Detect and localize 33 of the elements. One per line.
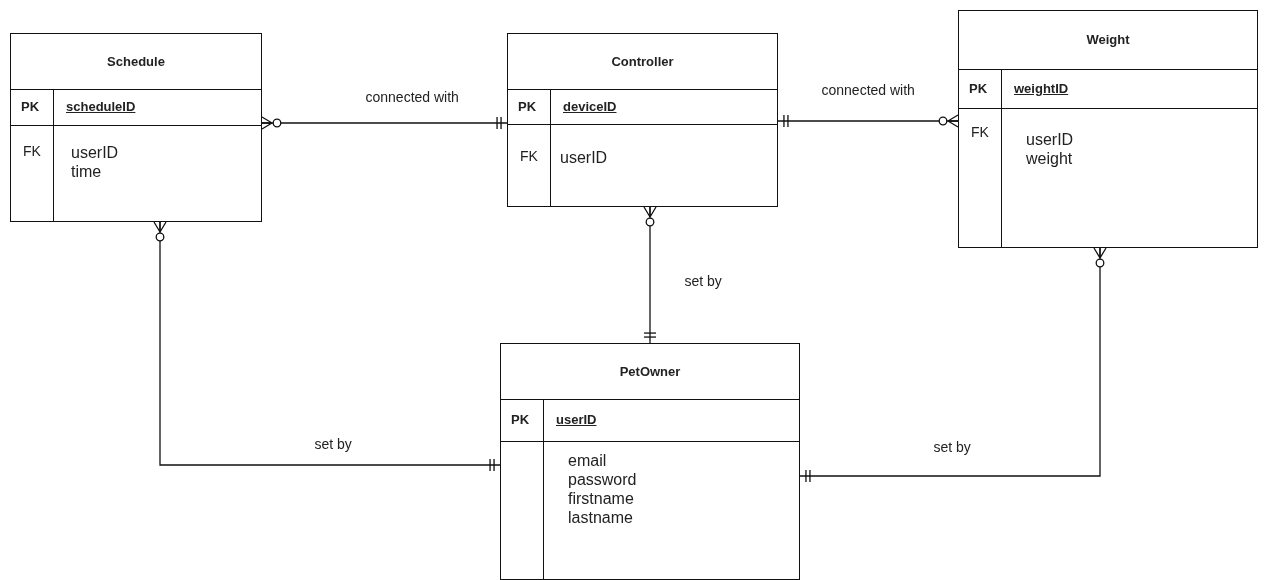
key-label: PK (518, 98, 537, 114)
edge-label: set by (312, 436, 354, 452)
relationship-line (799, 247, 1107, 482)
primary-key: weightID (1014, 80, 1069, 96)
edge-label: set by (682, 273, 724, 289)
key-label: FK (23, 143, 41, 159)
key-label: PK (511, 412, 530, 427)
edge-label: set by (931, 439, 973, 455)
primary-key: scheduleID (66, 99, 136, 114)
attribute-list: userID weight (1026, 130, 1074, 168)
entity-table (10, 33, 262, 222)
entity-name: Schedule (106, 53, 166, 69)
entity-name: Controller (610, 53, 675, 69)
relationship-line (153, 221, 501, 471)
attribute-list: userID time (71, 143, 119, 181)
primary-key: deviceID (563, 98, 617, 114)
key-label: PK (969, 80, 988, 96)
entity-table (507, 33, 778, 207)
entity-table (958, 10, 1258, 248)
key-label: PK (21, 99, 40, 114)
edge-label: connected with (819, 82, 917, 98)
entity-name: PetOwner (618, 363, 682, 379)
relationship-line (777, 114, 959, 128)
key-label: FK (520, 148, 538, 164)
attribute-list: userID (560, 148, 608, 167)
entity-name: Weight (1085, 32, 1131, 47)
key-label: FK (971, 124, 989, 140)
entity-table (500, 343, 800, 580)
relationship-line (261, 116, 508, 130)
relationship-line (643, 206, 657, 344)
attribute-list: email password firstname lastname (568, 451, 637, 527)
primary-key: userID (556, 412, 597, 427)
edge-label: connected with (363, 89, 461, 105)
